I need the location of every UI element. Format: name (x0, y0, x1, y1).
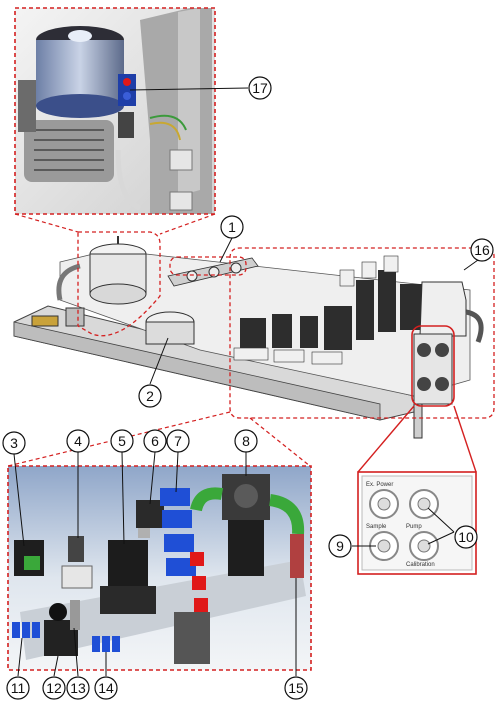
filter-knob (68, 30, 92, 42)
callout-2: 2 (146, 388, 154, 404)
fitting-red-dot (123, 78, 131, 86)
fitting-13 (70, 600, 80, 630)
callout-3: 3 (10, 435, 18, 451)
panel-port-1 (370, 490, 398, 518)
leader-bottom-right (250, 418, 310, 466)
blue-fittings-11 (12, 622, 40, 638)
callout-17: 17 (252, 80, 268, 96)
regulator-5-block (100, 586, 156, 614)
callout-10: 10 (458, 529, 474, 545)
leader-16 (464, 260, 478, 270)
fitting-4-base (62, 566, 92, 588)
panel-label-b: Sample (366, 524, 387, 530)
panel-label-d: Calibration (406, 562, 435, 568)
filter-base (36, 94, 124, 118)
rail-fitting-3 (231, 263, 241, 273)
valve-6 (136, 500, 164, 528)
panel-label-a: Ex. Power (366, 482, 393, 488)
valve-3-coil (24, 556, 40, 570)
panel-connector-3 (417, 377, 431, 391)
callout-13: 13 (70, 680, 86, 696)
blue-fittings-14 (92, 636, 120, 652)
hose-coil (18, 80, 36, 132)
lower-block (174, 612, 210, 664)
panel-port-4 (410, 532, 438, 560)
leader-top-right (160, 214, 215, 234)
filter-housing-bottom (90, 284, 146, 304)
leader-1 (220, 238, 232, 262)
rail-fitting-1 (187, 271, 197, 281)
callout-8: 8 (242, 433, 250, 449)
left-fitting (32, 316, 58, 326)
fitting-blue-dot (123, 92, 131, 100)
callout-16: 16 (474, 242, 490, 258)
left-coupler (66, 308, 84, 326)
inset-top-filter (15, 8, 215, 214)
inset-connector-panel: Ex. Power Sample Pump Calibration (358, 472, 476, 574)
regulator-5 (108, 540, 148, 586)
callout-15: 15 (288, 680, 304, 696)
callout-6: 6 (151, 433, 159, 449)
terminal-1 (170, 150, 192, 170)
valve-block (118, 112, 134, 138)
callout-1: 1 (228, 219, 236, 235)
pump-body (146, 322, 194, 344)
leader-panel-right (454, 406, 476, 472)
callout-12: 12 (46, 680, 62, 696)
callout-11: 11 (11, 680, 26, 696)
callout-5: 5 (118, 433, 126, 449)
panel-leg (414, 404, 422, 438)
valve-12-knob (49, 603, 67, 621)
main-unit (14, 236, 481, 438)
side-plate (140, 8, 212, 214)
fitting-15 (290, 534, 304, 578)
leader-top-left (15, 214, 78, 232)
inset-bottom-manifold (8, 466, 311, 670)
terminal-2 (170, 192, 192, 210)
panel-connector-1 (417, 343, 431, 357)
panel-label-c: Pump (406, 524, 422, 530)
panel-connector-4 (435, 377, 449, 391)
right-housing (420, 282, 466, 336)
callout-9: 9 (336, 538, 344, 554)
callout-7: 7 (174, 433, 182, 449)
callout-14: 14 (98, 680, 114, 696)
fitting-4 (68, 536, 84, 562)
filter-8-cap (234, 484, 258, 508)
panel-connector-2 (435, 343, 449, 357)
callout-4: 4 (74, 433, 82, 449)
filter-8-bowl (228, 520, 264, 576)
